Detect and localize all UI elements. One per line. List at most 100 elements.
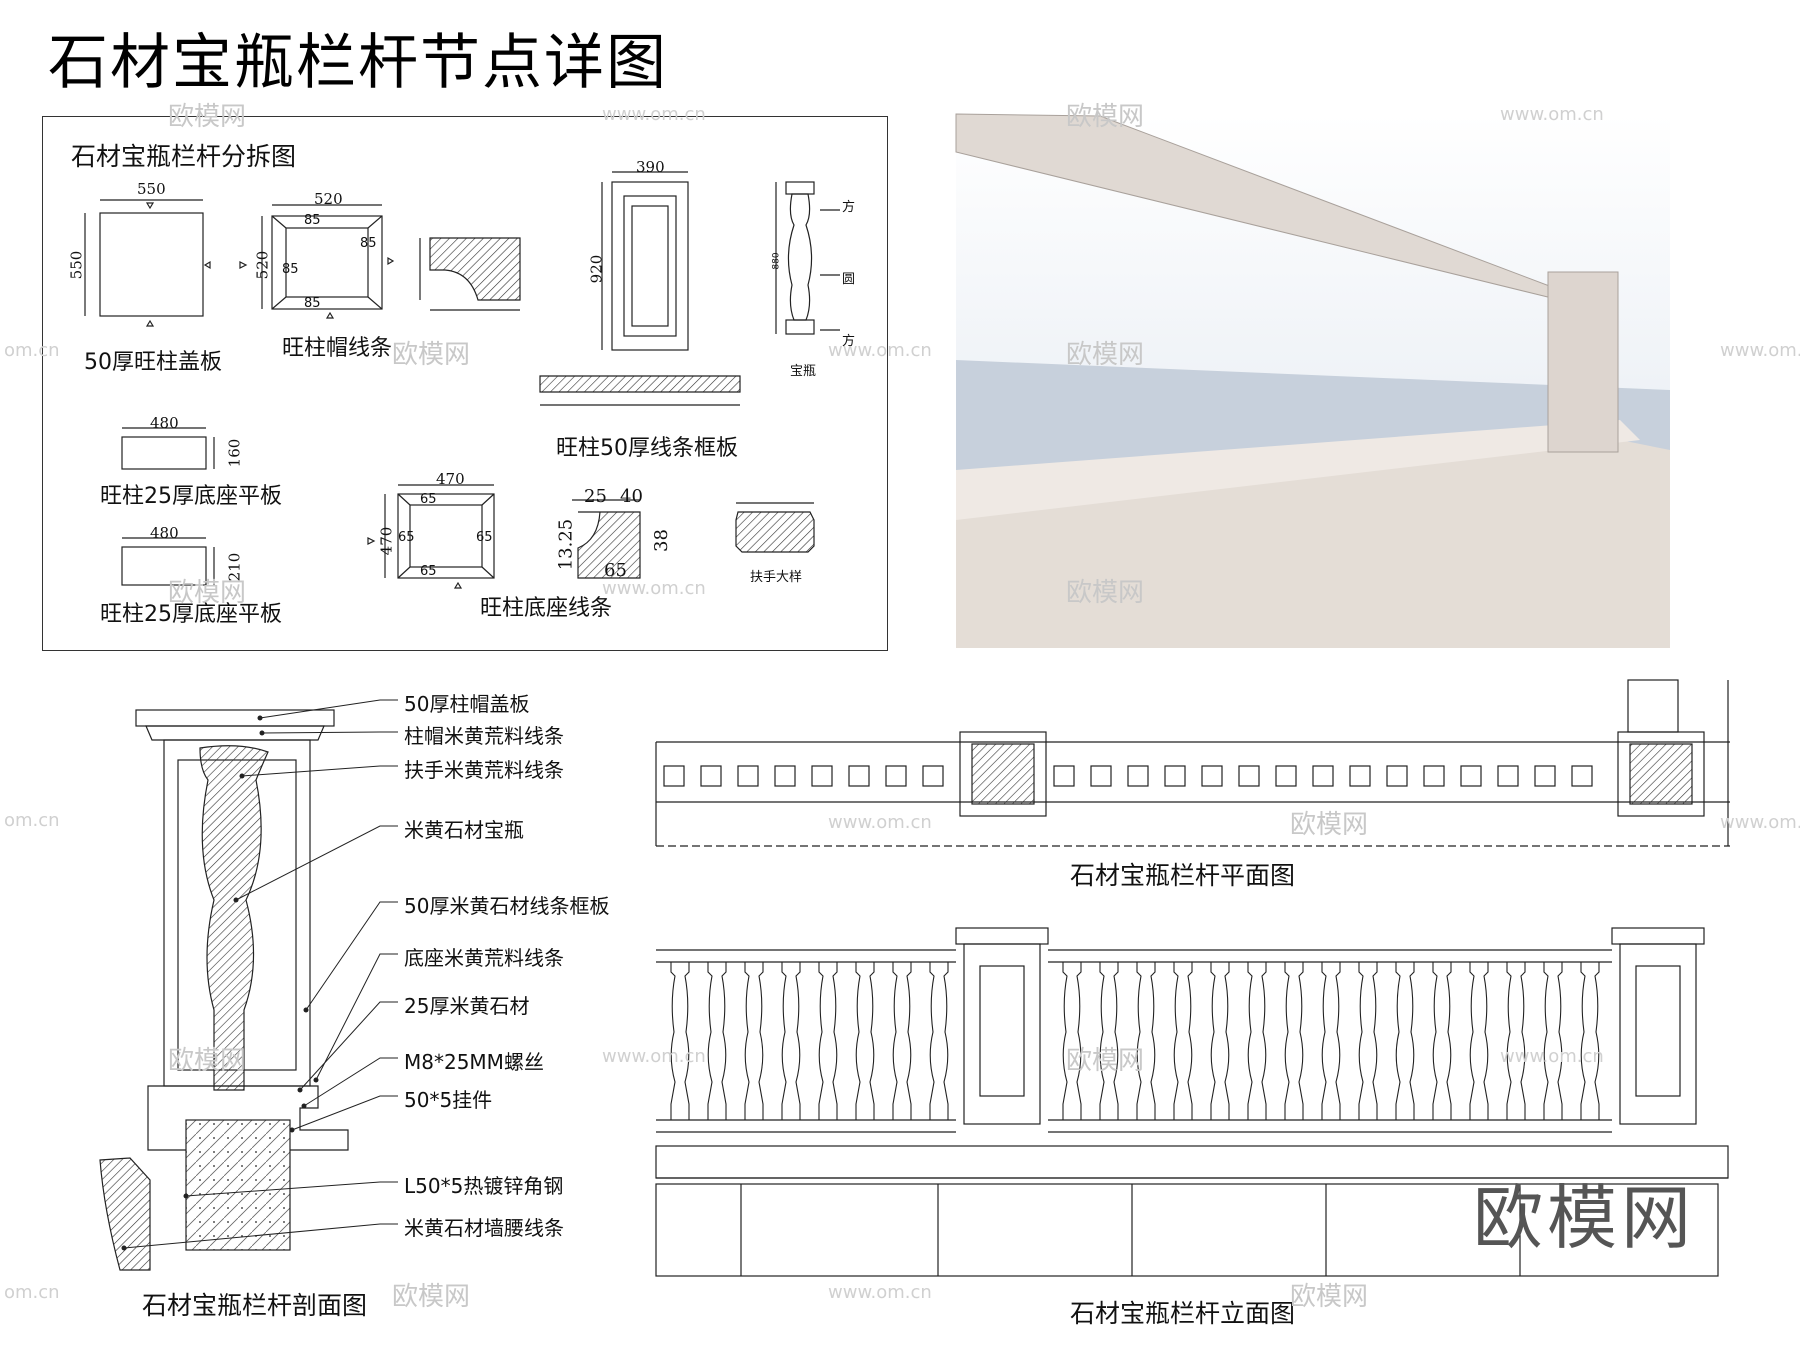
plan-baluster (1423, 765, 1445, 787)
callout-leader (185, 1181, 398, 1197)
callout-leader (305, 901, 398, 1011)
plan-baluster (848, 765, 870, 787)
panel-title: 石材宝瓶栏杆分拆图 (71, 142, 297, 171)
plan-baluster (1386, 765, 1408, 787)
elevation-baluster (1358, 961, 1378, 1121)
elevation-baluster (1210, 961, 1230, 1121)
callout-leader (291, 1095, 398, 1131)
callout-arrowhead (257, 715, 263, 721)
elevation-baluster (744, 961, 764, 1121)
elevation-baluster (1062, 961, 1082, 1121)
dim-frame-width: 390 (636, 158, 665, 176)
label-baluster-square-1: 方 (842, 200, 856, 215)
plan-baluster (1497, 765, 1519, 787)
label-frame-plate: 旺柱50厚线条框板 (556, 436, 738, 461)
plan-baluster (1238, 765, 1260, 787)
callout-leader (123, 1223, 398, 1249)
elevation-baluster (818, 961, 838, 1121)
watermark-url-short: om.cn (4, 810, 60, 831)
cap-molding-drawing (239, 204, 395, 319)
watermark-url: www.om.cn (602, 578, 706, 599)
watermark-url: www.om.cn (1500, 104, 1604, 125)
watermark-logo: 欧模网 (1066, 340, 1145, 370)
plan-baluster (885, 765, 907, 787)
exploded-parts-panel: 石材宝瓶栏杆分拆图 (42, 116, 888, 651)
section-callout: 米黄石材宝瓶 (404, 818, 524, 842)
section-callout: 米黄石材墙腰线条 (404, 1216, 564, 1240)
elevation-baluster (1136, 961, 1156, 1121)
callout-leader (241, 765, 398, 777)
section-caption: 石材宝瓶栏杆剖面图 (142, 1291, 368, 1320)
molding-profile-drawing (419, 237, 521, 311)
dim-basemold-a: 65 (420, 492, 437, 507)
dim-basemold-d: 65 (420, 564, 437, 579)
watermark-logo: 欧模网 (168, 578, 247, 608)
plan-baluster (1090, 765, 1112, 787)
handrail-profile-drawing (735, 502, 815, 553)
watermark-url-short: om.cn (4, 1282, 60, 1303)
plan-caption: 石材宝瓶栏杆平面图 (1070, 861, 1296, 890)
plan-drawing (655, 679, 1730, 847)
label-baluster: 宝瓶 (790, 364, 817, 379)
callout-leader (299, 1001, 398, 1091)
elevation-baluster (1395, 961, 1415, 1121)
callout-arrowhead (183, 1193, 189, 1199)
dim-basemold-width: 470 (436, 470, 465, 488)
plan-baluster (1460, 765, 1482, 787)
plan-baluster (1201, 765, 1223, 787)
section-callout: 扶手米黄荒料线条 (404, 758, 564, 782)
elevation-caption: 石材宝瓶栏杆立面图 (1070, 1299, 1296, 1328)
callout-leader (303, 1057, 398, 1107)
callout-arrowhead (239, 773, 245, 779)
plan-balusters (663, 765, 1593, 787)
brand-logo: 欧模网 (1473, 1177, 1695, 1259)
section-callout: 柱帽米黄荒料线条 (404, 724, 564, 748)
plan-baluster (1571, 765, 1593, 787)
plan-baluster (1349, 765, 1371, 787)
watermark-logo: 欧模网 (168, 1046, 247, 1076)
watermark-logo: 欧模网 (392, 340, 471, 370)
watermark-logo: 欧模网 (1066, 1046, 1145, 1076)
plan-baluster (774, 765, 796, 787)
section-callout: 底座米黄荒料线条 (404, 946, 564, 970)
elevation-baluster (1173, 961, 1193, 1121)
label-baluster-round: 圆 (842, 272, 856, 287)
watermark-url: www.om.cn (1720, 812, 1800, 833)
watermark-logo: 欧模网 (1290, 810, 1369, 840)
cap-plate-drawing (84, 199, 211, 327)
label-handrail: 扶手大样 (750, 570, 803, 585)
callout-arrowhead (121, 1245, 127, 1251)
section-callout: 50*5挂件 (404, 1088, 493, 1112)
dim-mold-b: 85 (360, 236, 377, 251)
elevation-baluster (1506, 961, 1526, 1121)
watermark-logo: 欧模网 (1066, 578, 1145, 608)
plan-baluster (737, 765, 759, 787)
elevation-baluster (781, 961, 801, 1121)
dim-prof-d: 65 (604, 560, 627, 581)
elevation-baluster (1432, 961, 1452, 1121)
callout-leader (261, 731, 398, 734)
callout-leader (315, 953, 398, 1081)
watermark-url: www.om.cn (828, 812, 932, 833)
base-molding-drawing (367, 484, 495, 589)
elevation-baluster (929, 961, 949, 1121)
section-callout: L50*5热镀锌角钢 (404, 1174, 564, 1198)
label-base-plate-1: 旺柱25厚底座平板 (100, 484, 282, 509)
elevation-baluster (1284, 961, 1304, 1121)
elevation-baluster (1321, 961, 1341, 1121)
dim-prof-a: 25 (584, 486, 607, 507)
plan-baluster (1127, 765, 1149, 787)
elevation-baluster (707, 961, 727, 1121)
callout-arrowhead (233, 897, 239, 903)
base-profile-drawing (572, 499, 641, 579)
section-callout: 25厚米黄石材 (404, 994, 530, 1018)
elevation-balusters (670, 961, 1600, 1121)
callout-arrowhead (303, 1007, 309, 1013)
label-base-molding: 旺柱底座线条 (480, 596, 613, 621)
dim-basemold-c: 65 (476, 530, 493, 545)
dim-basemold-b: 65 (398, 530, 415, 545)
dim-base2-width: 480 (150, 524, 179, 542)
callout-leader (259, 699, 398, 719)
callout-arrowhead (297, 1087, 303, 1093)
